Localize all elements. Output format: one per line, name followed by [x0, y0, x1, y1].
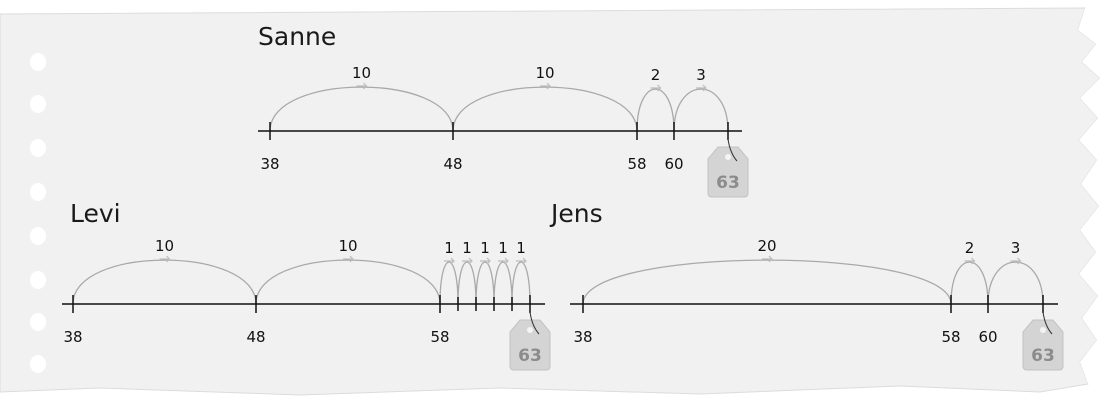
jump-label: 1	[516, 239, 526, 257]
jump-arc	[72, 259, 257, 305]
right-arrow-icon	[498, 257, 509, 265]
jump-label: 1	[498, 239, 508, 257]
number-line-jens: 20 2 3 38 58 60 63	[570, 237, 1064, 371]
right-arrow-icon	[462, 257, 473, 265]
right-arrow-icon	[159, 255, 171, 263]
right-arrow-icon	[444, 257, 455, 265]
right-arrow-icon	[516, 257, 527, 265]
torn-edge-shading	[1078, 8, 1112, 384]
jump-arc	[987, 261, 1044, 305]
tag-string-icon	[727, 138, 738, 162]
jump-label: 3	[1011, 239, 1021, 257]
tag-hole-icon	[527, 327, 533, 333]
jump-label: 2	[651, 66, 661, 84]
right-arrow-icon	[696, 84, 707, 92]
name-sanne: Sanne	[258, 22, 336, 51]
paper-background	[0, 7, 1112, 396]
tag-hole-icon	[725, 154, 731, 160]
name-jens: Jens	[549, 199, 603, 228]
price-tag-shape	[707, 146, 749, 198]
binder-hole	[30, 271, 46, 289]
tag-hole-icon	[1040, 327, 1046, 333]
binder-holes	[30, 53, 46, 373]
jump-arc	[457, 261, 477, 305]
jump-label: 1	[480, 239, 490, 257]
jump-arc	[950, 261, 989, 305]
target-value: 63	[1031, 346, 1055, 366]
binder-hole	[30, 139, 46, 157]
jump-arc	[452, 86, 638, 132]
jump-arc	[269, 86, 454, 132]
tick-label: 58	[941, 328, 960, 346]
tick-label: 48	[246, 328, 265, 346]
tick-label: 58	[627, 155, 646, 173]
jump-label: 10	[155, 237, 174, 255]
right-arrow-icon	[356, 82, 368, 90]
jump-label: 10	[338, 237, 357, 255]
right-arrow-icon	[964, 257, 976, 265]
tick-label: 38	[63, 328, 82, 346]
tick-label: 38	[260, 155, 279, 173]
binder-hole	[30, 183, 46, 201]
right-arrow-icon	[540, 82, 551, 90]
binder-hole	[30, 53, 46, 71]
jump-arc	[255, 259, 441, 305]
jump-label: 2	[965, 239, 975, 257]
jump-arc	[673, 88, 729, 132]
target-tag: 63	[509, 311, 551, 371]
target-tag: 63	[707, 138, 749, 198]
jump-label: 1	[462, 239, 472, 257]
binder-hole	[30, 227, 46, 245]
jump-arc	[439, 261, 459, 305]
right-arrow-icon	[343, 255, 354, 263]
right-arrow-icon	[480, 257, 491, 265]
right-arrow-icon	[1010, 257, 1022, 265]
jump-label: 10	[535, 64, 554, 82]
tick-label: 48	[443, 155, 462, 173]
tick-label: 38	[573, 328, 592, 346]
jump-arc	[493, 261, 513, 305]
jump-label: 20	[757, 237, 776, 255]
right-arrow-icon	[650, 84, 662, 92]
binder-hole	[30, 95, 46, 113]
jump-arc	[582, 259, 952, 305]
jump-arc	[511, 261, 531, 305]
price-tag-shape	[1022, 319, 1064, 371]
tick-label: 60	[664, 155, 683, 173]
right-arrow-icon	[762, 255, 773, 263]
binder-hole	[30, 355, 46, 373]
price-tag-shape	[509, 319, 551, 371]
jump-label: 10	[352, 64, 371, 82]
tick-label: 58	[430, 328, 449, 346]
target-value: 63	[518, 346, 542, 366]
jump-label: 1	[444, 239, 454, 257]
target-value: 63	[716, 173, 740, 193]
target-tag: 63	[1022, 311, 1064, 371]
tag-string-icon	[529, 311, 540, 335]
number-line-sanne: 10 10 2 3 38 48 58 60 63	[258, 64, 749, 198]
jump-arc	[475, 261, 495, 305]
binder-hole	[30, 313, 46, 331]
jump-label: 3	[696, 66, 706, 84]
tick-label: 60	[978, 328, 997, 346]
jump-arc	[636, 88, 675, 132]
tag-string-icon	[1042, 311, 1053, 335]
name-levi: Levi	[70, 199, 121, 228]
